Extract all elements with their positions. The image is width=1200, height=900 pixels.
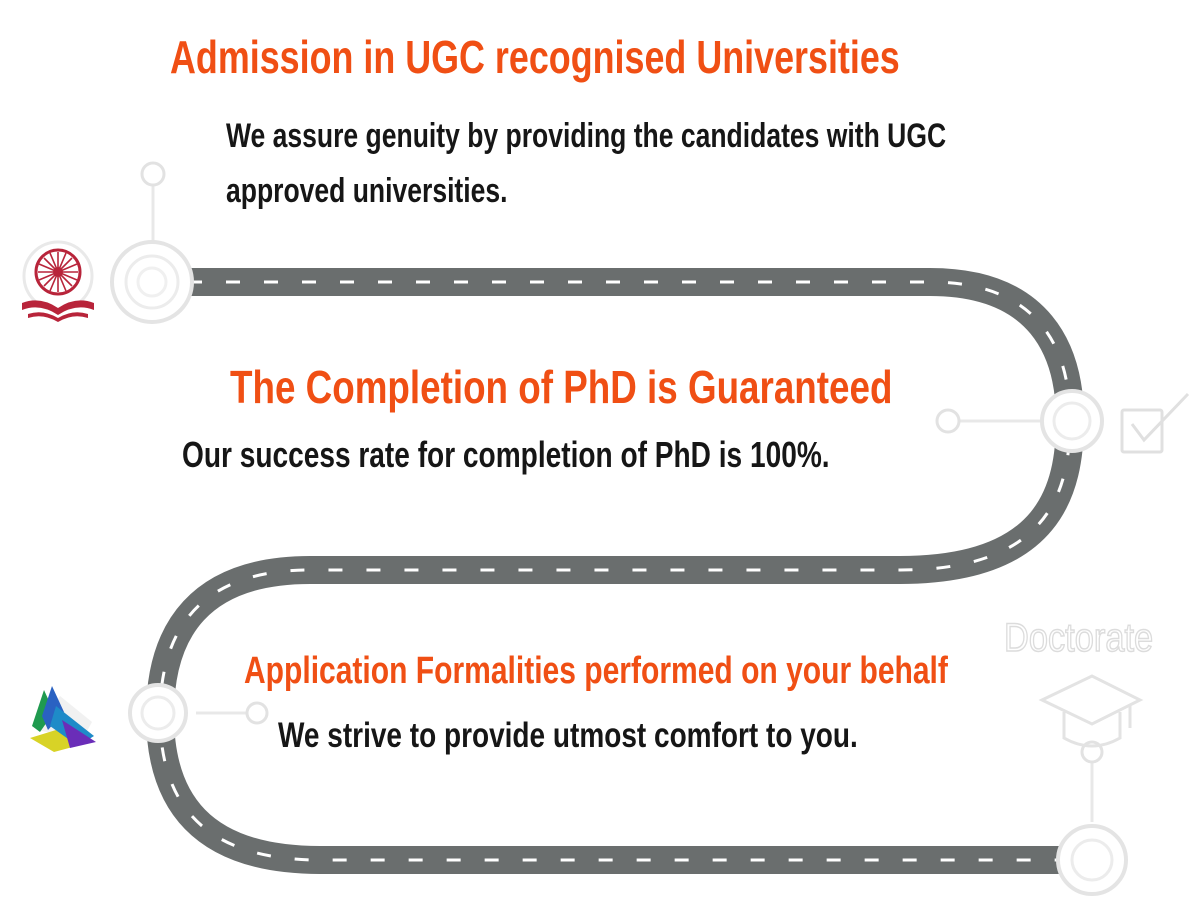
road-marking: [150, 280, 1072, 862]
step-2-heading: The Completion of PhD is Guaranteed: [230, 361, 893, 413]
connector-dot: [935, 408, 961, 434]
road-node-2: [1040, 389, 1104, 453]
connector-dot: [140, 161, 166, 187]
connector-lines: [151, 186, 1094, 822]
step-1-text-line-1: We assure genuity by providing the candi…: [226, 117, 947, 155]
step-3-heading: Application Formalities performed on you…: [244, 650, 948, 692]
road-node-3: [128, 683, 188, 743]
connector-dot: [245, 701, 269, 725]
step-2-text: Our success rate for completion of PhD i…: [182, 434, 830, 475]
road-node-end: [1056, 824, 1128, 896]
graduation-cap-icon: [1038, 674, 1144, 748]
book-logo-icon: [30, 686, 96, 752]
doctorate-label: Doctorate: [1003, 615, 1154, 661]
road-node-1: [110, 240, 194, 324]
step-1-heading: Admission in UGC recognised Universities: [170, 31, 900, 83]
step-1-text-line-2: approved universities.: [226, 172, 508, 210]
checkbox-icon: [1120, 392, 1190, 454]
ugc-emblem-icon: [22, 240, 94, 322]
step-3-text: We strive to provide utmost comfort to y…: [278, 716, 858, 755]
